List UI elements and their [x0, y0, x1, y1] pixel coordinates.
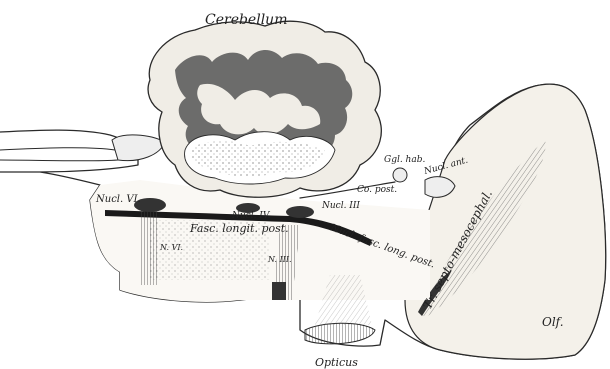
label-n-iii: N. III. [267, 255, 292, 264]
label-nucl-vi: Nucl. VI. [95, 194, 141, 205]
label-cerebellum: Cerebellum [205, 12, 287, 28]
medulla-bulb [112, 135, 165, 161]
nucleus-iii [286, 206, 314, 218]
label-opticus: Opticus [315, 356, 358, 369]
label-olf: Olf. [542, 315, 564, 329]
label-ggl-hab: Ggl. hab. [384, 155, 425, 165]
label-co-post: Co. post. [357, 185, 397, 195]
label-nucl-iv: Nucl. IV. [231, 211, 271, 221]
cerebellum [148, 21, 381, 197]
label-n-vi: N. VI. [159, 243, 183, 252]
opticus-chiasm [305, 323, 375, 344]
label-fasc-longit-post: Fasc. longit. post. [189, 222, 289, 235]
medulla-strand [0, 148, 118, 161]
nerve-iii-dark [272, 282, 286, 300]
ganglion-habenulae [393, 168, 407, 182]
label-nucl-iii: Nucl. III [321, 201, 360, 211]
nerve-vi-bundle [140, 210, 158, 285]
